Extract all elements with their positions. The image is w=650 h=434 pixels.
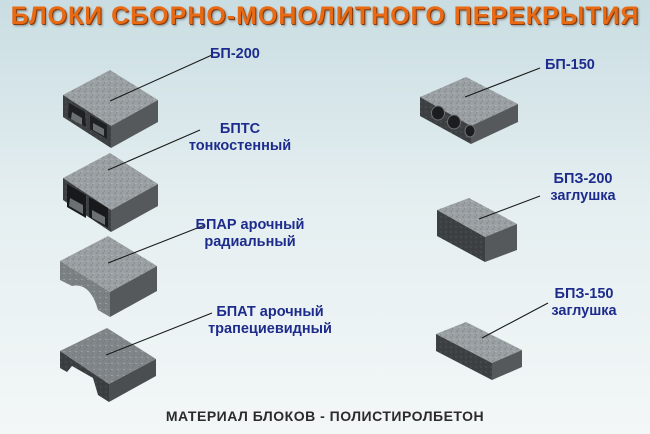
leader-line [109,54,213,102]
leader-line [481,302,549,339]
label-bp-200: БП-200 [210,46,260,62]
label-bpz-150: БПЗ-150 заглушка [551,286,617,319]
block-bpts [63,153,158,232]
label-bpat: БПАТ арочный трапециевидный [208,304,332,337]
leader-line [107,129,201,171]
block-bpar [60,236,157,317]
leader-line [478,195,541,220]
label-bpts: БПТС тонкостенный [188,121,292,154]
leader-line [464,67,541,98]
block-bp-200 [63,70,158,148]
label-bpar: БПАР арочный радиальный [195,217,305,250]
leader-line [105,312,213,356]
leader-line [107,224,206,264]
block-bp-150 [420,77,518,144]
block-bpz-200 [437,198,517,262]
block-bpz-150 [436,322,522,380]
material-caption: МАТЕРИАЛ БЛОКОВ - ПОЛИСТИРОЛБЕТОН [165,408,485,424]
page-title: БЛОКИ СБОРНО-МОНОЛИТНОГО ПЕРЕКРЫТИЯ [10,2,640,30]
label-bp-150: БП-150 [545,57,595,73]
block-bpat [60,328,156,402]
label-bpz-200: БПЗ-200 заглушка [550,171,616,204]
